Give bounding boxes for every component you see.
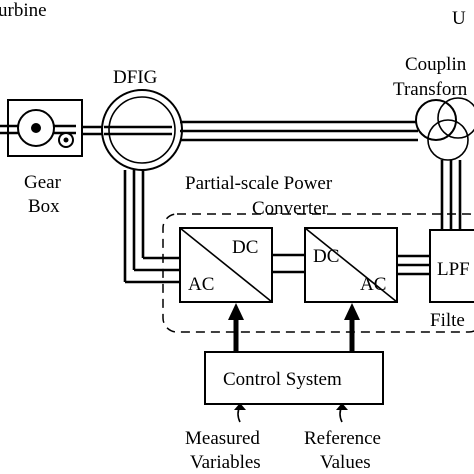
- grid-label: U: [452, 8, 466, 29]
- converter-title-1: Partial-scale Power: [185, 173, 333, 194]
- dfig-label: DFIG: [113, 67, 158, 88]
- converter-grid-side: [304, 227, 398, 303]
- control-system-label: Control System: [223, 369, 342, 390]
- control-arrow-2: [344, 303, 360, 352]
- converter-boundary: [162, 213, 474, 333]
- conv2-dc-label: DC: [313, 246, 339, 267]
- control-arrow-1: [228, 303, 244, 352]
- conv2-ac-label: AC: [360, 274, 386, 295]
- coupling-label-1: Couplin: [405, 54, 467, 75]
- measured-label-1: Measured: [185, 428, 260, 449]
- converter-title-2: Converter: [252, 198, 329, 219]
- gear-label-1: Gear: [24, 172, 62, 193]
- coupling-label-2: Transforn: [393, 79, 468, 100]
- lpf-filter: [429, 229, 474, 303]
- gear-label-2: Box: [28, 196, 60, 217]
- reference-label-1: Reference: [304, 428, 381, 449]
- gear-box: [0, 99, 83, 157]
- turbine-label: urbine: [0, 0, 47, 21]
- reference-arrow: [336, 403, 348, 423]
- converter-rotor-side: [179, 227, 273, 303]
- conv1-ac-label: AC: [188, 274, 214, 295]
- conv1-dc-label: DC: [232, 237, 258, 258]
- measured-arrow: [234, 403, 246, 423]
- reference-label-2: Values: [320, 452, 371, 473]
- coupling-transformer: [415, 97, 474, 161]
- filter-label: Filte: [430, 310, 465, 331]
- dfig-machine: [101, 89, 183, 171]
- lpf-label: LPF: [437, 259, 470, 280]
- measured-label-2: Variables: [190, 452, 261, 473]
- control-system-box: [204, 351, 384, 405]
